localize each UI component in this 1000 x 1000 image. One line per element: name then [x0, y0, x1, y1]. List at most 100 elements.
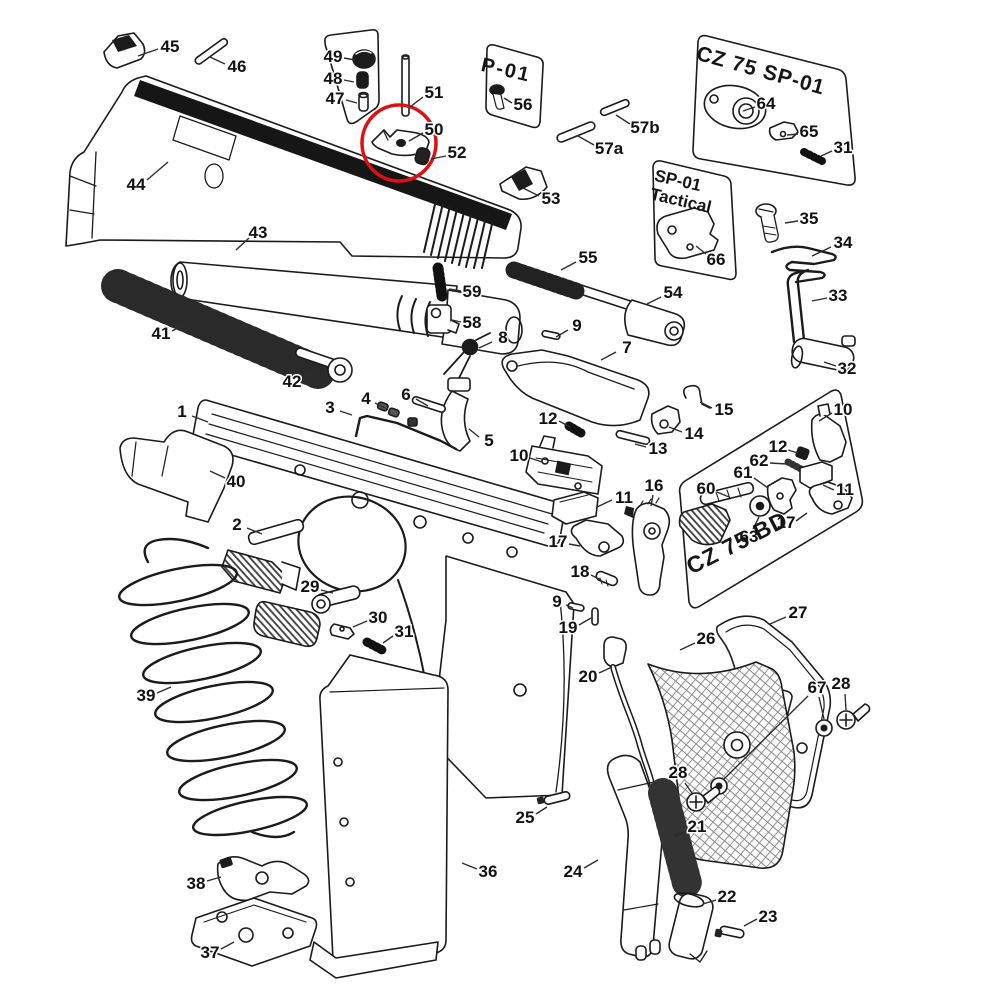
- part-62-spring: [784, 458, 805, 473]
- part-label-18: 18: [571, 562, 590, 581]
- part-label-47: 47: [326, 89, 345, 108]
- part-label-43: 43: [249, 223, 268, 242]
- part-label-31: 31: [395, 622, 414, 641]
- leader-line-32: [823, 361, 837, 367]
- part-label-4: 4: [361, 389, 371, 408]
- part-46-pin: [194, 37, 229, 65]
- part-3-trigger-spring: [354, 414, 458, 451]
- part-19-pin: [591, 607, 599, 626]
- part-label-13: 13: [649, 439, 668, 458]
- part-label-62: 62: [750, 451, 769, 470]
- part-label-35: 35: [800, 209, 819, 228]
- leader-line-18: [590, 574, 602, 581]
- part-label-11: 11: [615, 488, 633, 507]
- part-7-trigger-bar: [501, 349, 650, 427]
- part-label-21: 21: [688, 817, 707, 836]
- leader-line-30: [352, 620, 368, 628]
- leader-line-31: [820, 150, 833, 157]
- part-label-28: 28: [669, 763, 688, 782]
- part-label-36: 36: [479, 862, 498, 881]
- leader-line-62: [769, 462, 788, 465]
- part-label-12: 12: [539, 409, 558, 428]
- leader-line-66: [695, 245, 707, 255]
- leader-line-8: [478, 341, 493, 349]
- part-label-17: 17: [777, 513, 796, 532]
- leader-line-57b: [615, 114, 631, 125]
- part-35-screw: [755, 203, 779, 243]
- part-label-23: 23: [759, 907, 778, 926]
- part-label-40: 40: [227, 472, 246, 491]
- part-label-28: 28: [832, 674, 851, 693]
- leader-line-48: [343, 79, 355, 83]
- leader-line-52: [430, 155, 447, 160]
- part-65-detent: [768, 121, 799, 141]
- part-label-15: 15: [715, 400, 734, 419]
- part-44-slide: [65, 75, 522, 269]
- leader-line-53: [522, 187, 540, 197]
- part-23-pin: [714, 925, 745, 939]
- leader-line-42: [302, 370, 319, 379]
- part-label-10: 10: [510, 446, 529, 465]
- part-label-33: 33: [829, 286, 848, 305]
- leader-line-10: [818, 412, 833, 422]
- part-label-45: 45: [161, 37, 180, 56]
- part-label-61: 61: [734, 463, 753, 482]
- part-label-59: 59: [463, 282, 482, 301]
- part-label-12: 12: [769, 437, 788, 456]
- part-label-60: 60: [697, 479, 716, 498]
- part-66-safety-tactical: [656, 207, 719, 260]
- leader-line-54: [646, 296, 662, 305]
- part-25-pin: [536, 791, 571, 805]
- leader-line-37: [220, 941, 235, 950]
- part-label-2: 2: [232, 515, 241, 534]
- leader-line-31: [382, 635, 394, 644]
- part-label-17: 17: [549, 532, 568, 551]
- part-18-pin: [595, 570, 619, 587]
- leader-line-23: [743, 918, 758, 927]
- leader-line-36: [461, 862, 478, 870]
- part-47-pin: [358, 93, 369, 112]
- leader-line-60: [716, 491, 730, 498]
- part-label-1: 1: [177, 402, 186, 421]
- leader-line-9: [555, 329, 569, 338]
- part-label-55: 55: [579, 248, 598, 267]
- part-59-spring: [432, 262, 448, 302]
- part-39-hammer-spring: [118, 537, 309, 839]
- leader-line-6: [415, 398, 429, 407]
- part-label-29: 29: [301, 577, 320, 596]
- part-13-pin: [615, 429, 651, 446]
- leader-line-67: [818, 696, 825, 720]
- part-label-63: 63: [740, 527, 759, 546]
- part-57b-pin: [599, 98, 630, 117]
- leader-line-49: [343, 57, 356, 61]
- part-label-19: 19: [559, 618, 578, 637]
- part-4-roll-pins: [376, 401, 400, 418]
- leader-line-40: [209, 470, 226, 479]
- part-20-hammer-strut: [603, 636, 655, 787]
- part-57a-pin: [556, 121, 596, 143]
- part-40-housing: [119, 429, 234, 523]
- leader-line-38: [206, 876, 222, 882]
- part-label-56: 56: [514, 95, 533, 114]
- leader-line-12: [787, 449, 799, 454]
- part-label-11: 11: [836, 480, 854, 499]
- part-label-27: 27: [789, 603, 808, 622]
- leader-line-19: [578, 617, 592, 626]
- part-label-57b: 57b: [630, 118, 659, 137]
- leader-line-44: [146, 161, 169, 181]
- part-22-plug: [668, 892, 714, 963]
- part-64-safety: [703, 84, 767, 130]
- part-17-lever-bd: [808, 481, 853, 515]
- part-10-sear-cage-bd: [810, 403, 847, 463]
- leader-line-21: [673, 830, 687, 837]
- part-9-pin: [541, 329, 561, 341]
- part-52-spring: [414, 147, 431, 166]
- leader-line-1: [191, 415, 209, 423]
- part-label-31: 31: [834, 138, 853, 157]
- part-61-lever: [766, 477, 797, 515]
- leader-line-33: [811, 297, 828, 302]
- part-6-pin: [407, 396, 446, 427]
- part-45-front-sight: [103, 32, 146, 69]
- leader-line-39: [156, 686, 172, 694]
- part-label-53: 53: [542, 189, 561, 208]
